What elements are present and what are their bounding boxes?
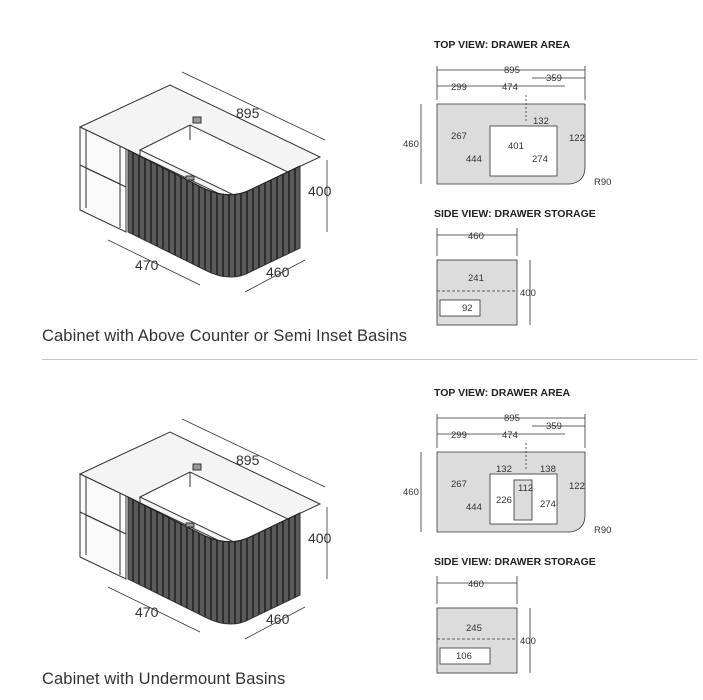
side-storage-label: 245 [466,623,482,634]
top-right-label: 359 [546,73,562,84]
top-drawer-depth-label: 444 [466,154,482,165]
top-a2-label: 138 [540,464,556,475]
isometric-cabinet [78,431,322,625]
top-d-label: 122 [569,481,585,492]
iso-depth-left-label: 470 [135,257,159,273]
top-drawer-depth-label: 444 [466,502,482,513]
side-shelf-label: 92 [462,303,473,314]
iso-depth-right-label: 460 [266,611,290,627]
top-b2-label: 226 [496,495,512,506]
top-c-label: 274 [532,154,548,165]
side-storage-label: 241 [468,273,484,284]
caption-undermount: Cabinet with Undermount Basins [42,670,286,688]
isometric-cabinet [78,84,322,278]
top-d-label: 122 [569,133,585,144]
top-left-label: 299 [451,82,467,93]
iso-depth-right-label: 460 [266,264,290,280]
section-divider [42,359,697,360]
side-shelf-label: 106 [456,651,472,662]
side-height-label: 400 [520,288,536,299]
top-view-plan [420,414,586,533]
top-view-heading: TOP VIEW: DRAWER AREA [434,39,571,51]
iso-depth-left-label: 470 [135,604,159,620]
top-radius-label: R90 [594,177,611,188]
side-width-label: 460 [468,579,484,590]
diagram-above-counter: 895 400 470 460 TOP VIEW: DRAWER AREA 89… [78,39,611,326]
side-view-heading: SIDE VIEW: DRAWER STORAGE [434,556,596,568]
top-view-heading: TOP VIEW: DRAWER AREA [434,387,571,399]
side-view-plan [436,228,531,326]
top-left-label: 299 [451,430,467,441]
side-width-label: 460 [468,231,484,242]
top-view-plan [420,66,586,185]
top-middle-label: 474 [502,82,518,93]
top-depth-label: 460 [403,139,419,150]
top-a-label: 132 [533,116,549,127]
caption-above-counter: Cabinet with Above Counter or Semi Inset… [42,327,408,345]
iso-height-label: 400 [308,530,332,546]
top-a-label: 132 [496,464,512,475]
top-depth-label: 460 [403,487,419,498]
iso-height-label: 400 [308,183,332,199]
side-view-heading: SIDE VIEW: DRAWER STORAGE [434,208,596,220]
top-side-depth-label: 267 [451,131,467,142]
diagram-undermount: 895 400 470 460 TOP VIEW: DRAWER AREA 89… [78,387,611,674]
top-overall-label: 895 [504,65,520,76]
top-b-label: 112 [518,483,533,494]
iso-dimensions [107,71,328,293]
section-undermount: 895 400 470 460 TOP VIEW: DRAWER AREA 89… [0,352,703,700]
side-height-label: 400 [520,636,536,647]
side-view-plan [436,576,531,674]
top-right-label: 359 [546,421,562,432]
top-overall-label: 895 [504,413,520,424]
top-side-depth-label: 267 [451,479,467,490]
iso-width-label: 895 [236,105,260,121]
iso-width-label: 895 [236,452,260,468]
top-b-label: 401 [508,141,524,152]
top-middle-label: 474 [502,430,518,441]
iso-dimensions [107,418,328,640]
top-c-label: 274 [540,499,556,510]
section-above-counter: 895 400 470 460 TOP VIEW: DRAWER AREA 89… [42,39,611,345]
top-radius-label: R90 [594,525,611,536]
